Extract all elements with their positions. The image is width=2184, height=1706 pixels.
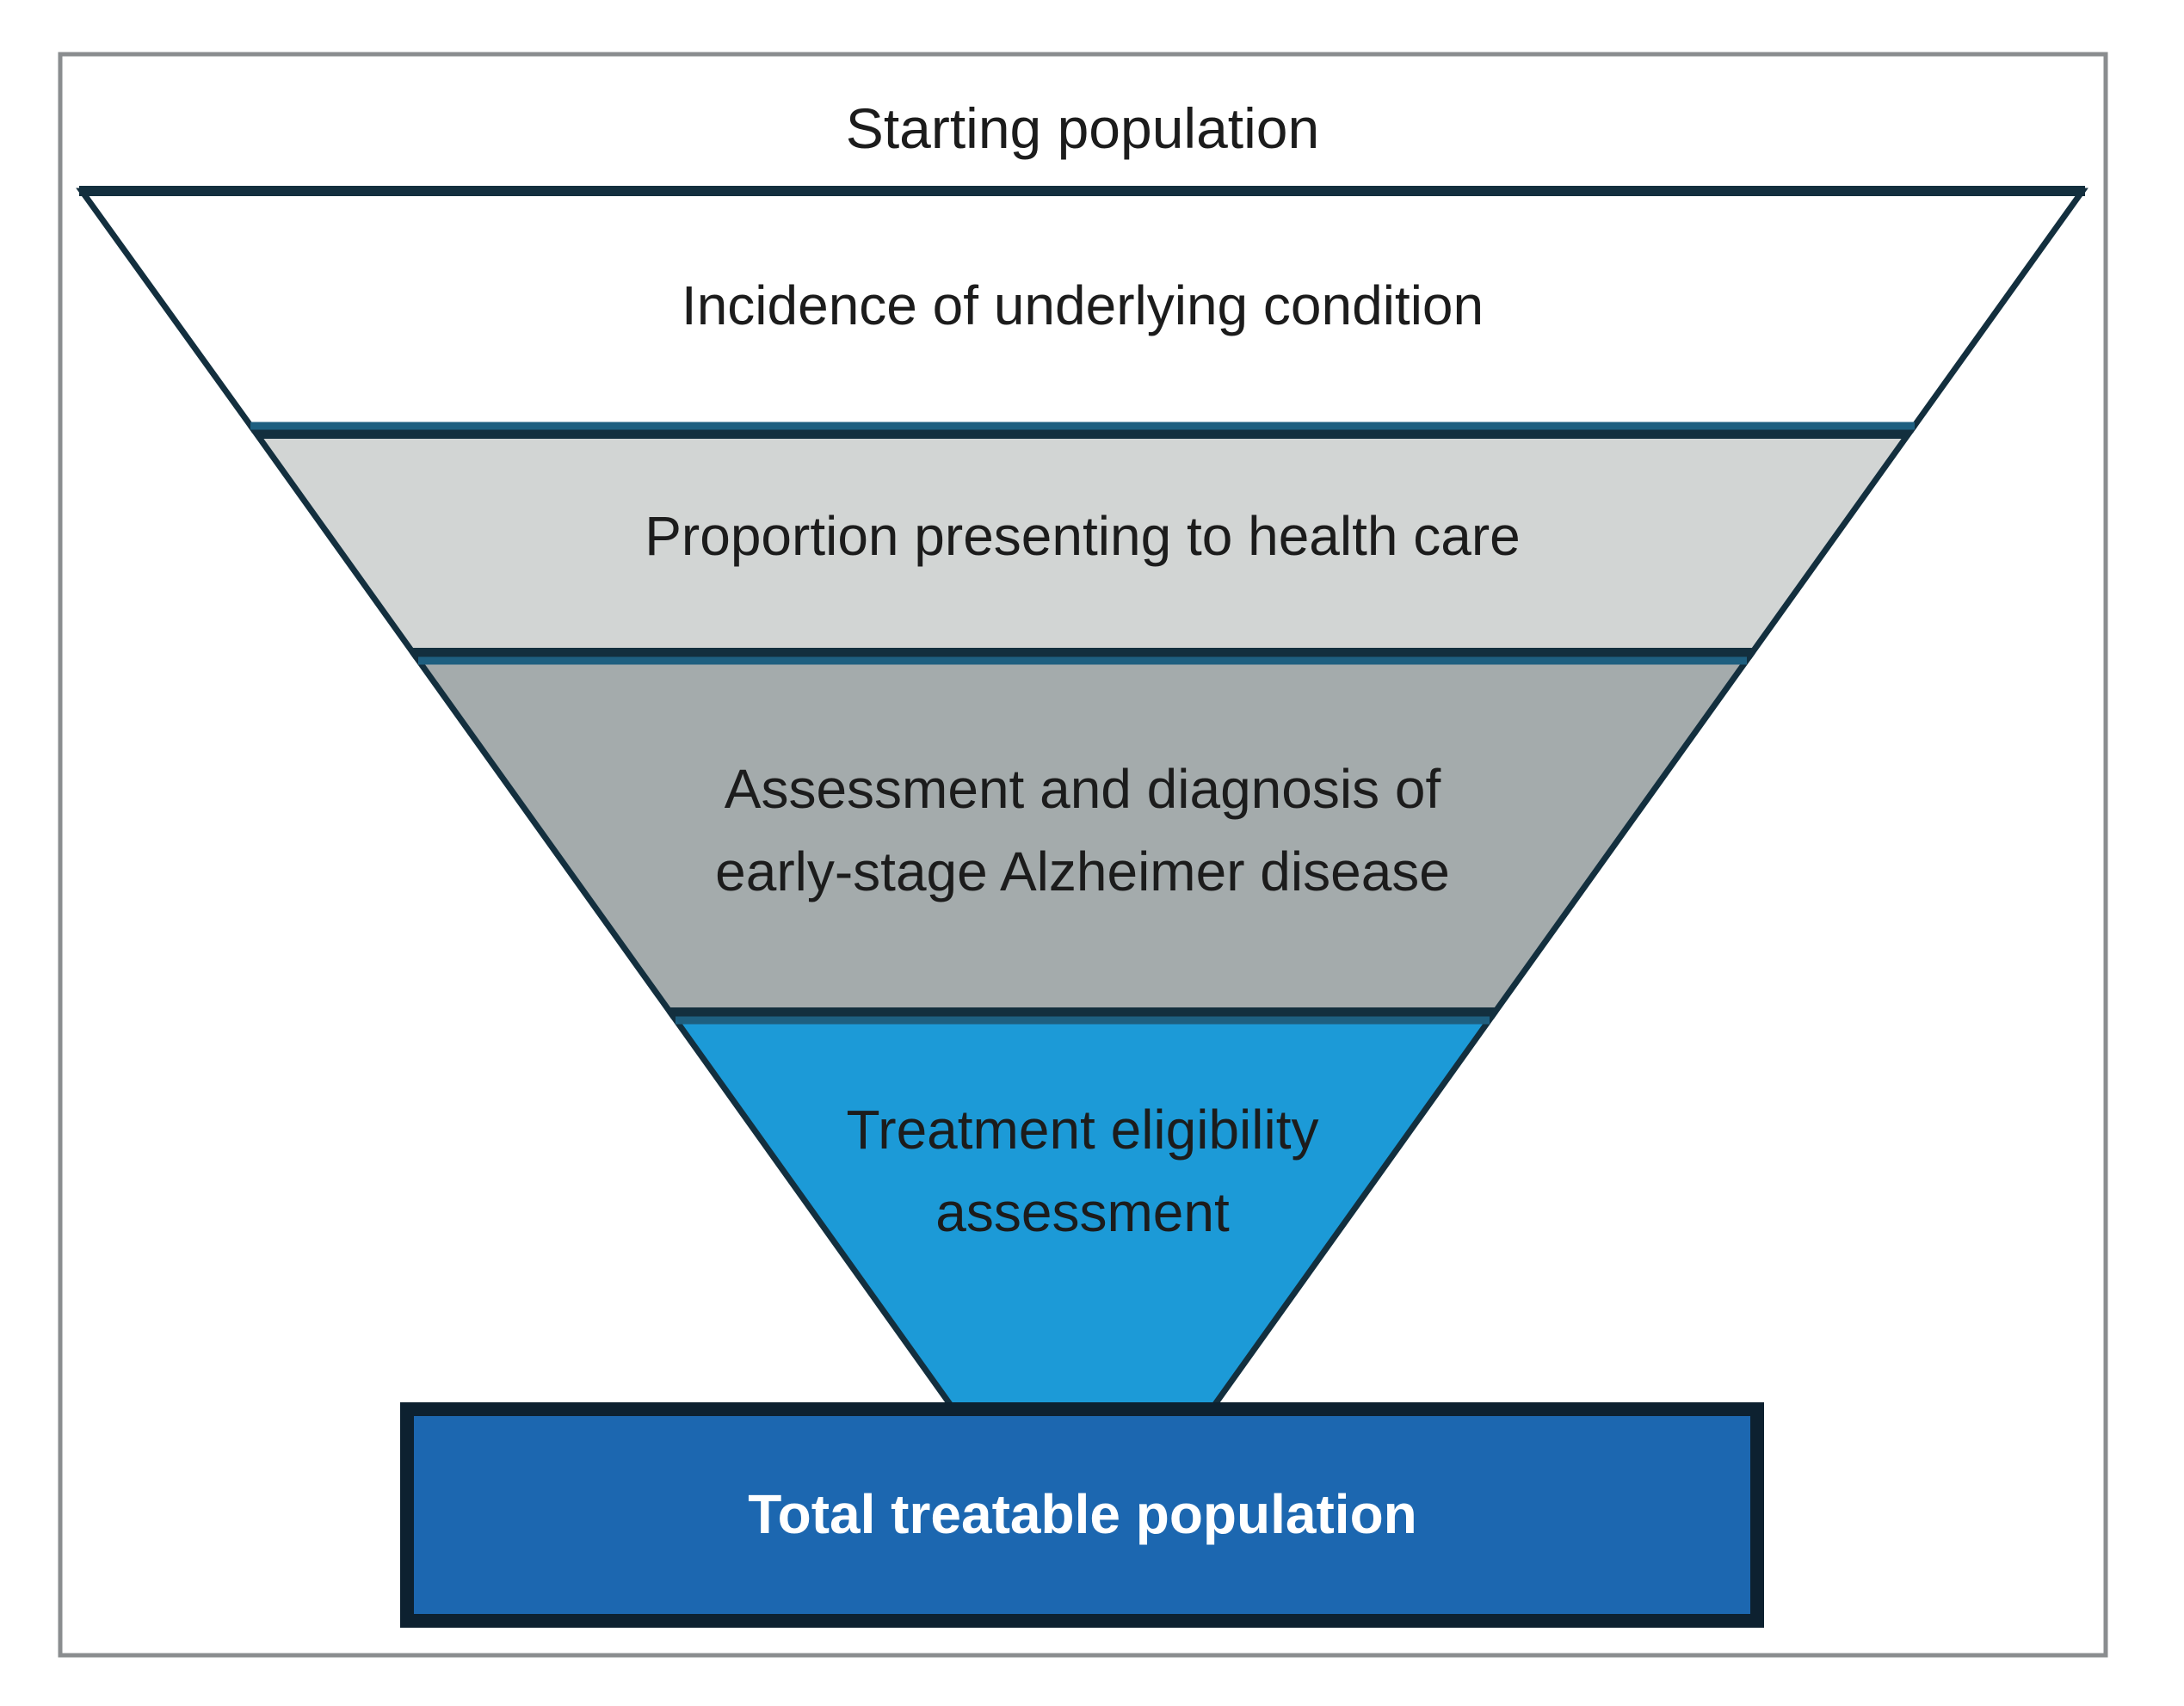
layer-label-presenting: Proportion presenting to health care xyxy=(645,505,1521,567)
layer-label-incidence: Incidence of underlying condition xyxy=(682,274,1484,336)
layer-label-assessment-line1: Assessment and diagnosis of xyxy=(725,758,1441,820)
funnel-layer-labels: Incidence of underlying condition Propor… xyxy=(645,274,1521,1243)
funnel-divider-accents xyxy=(250,422,1915,1025)
layer-label-eligibility-line2: assessment xyxy=(935,1181,1230,1243)
funnel-layers xyxy=(76,188,2088,1416)
layer-label-assessment-line2: early-stage Alzheimer disease xyxy=(715,841,1450,902)
result-box-group xyxy=(400,1402,1764,1628)
funnel-dividers xyxy=(79,186,2085,1016)
total-treatable-box xyxy=(400,1402,1764,1628)
layer-label-eligibility-line1: Treatment eligibility xyxy=(847,1099,1319,1161)
diagram-title: Starting population xyxy=(846,96,1319,160)
total-treatable-label: Total treatable population xyxy=(748,1483,1417,1545)
